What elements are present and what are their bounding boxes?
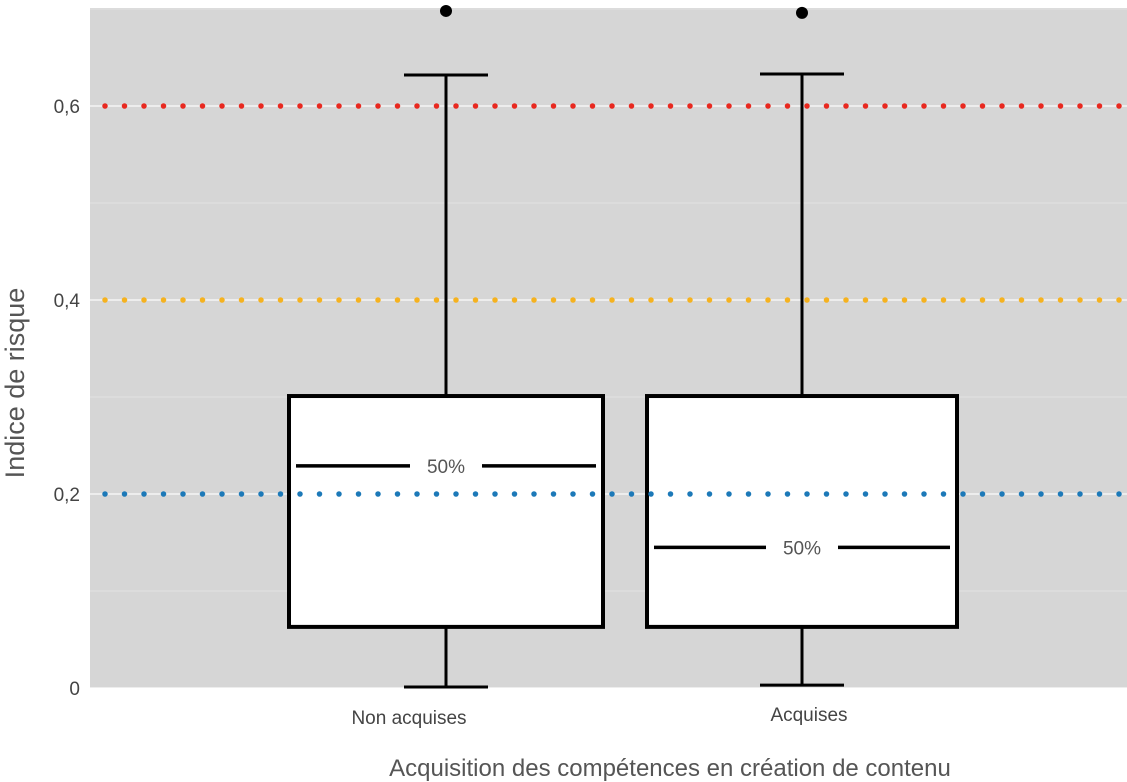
y-tick-label: 0,6 bbox=[54, 97, 80, 118]
box-body bbox=[287, 394, 605, 629]
x-tick-label: Non acquises bbox=[351, 708, 466, 729]
median-label: 50% bbox=[427, 457, 465, 478]
x-tick-label: Acquises bbox=[770, 705, 847, 726]
box-body bbox=[645, 394, 959, 629]
box-non-acquises: 50% bbox=[287, 4, 605, 689]
boxes: 50% 50% bbox=[287, 4, 959, 689]
outlier-point bbox=[796, 6, 808, 19]
y-tick-label: 0 bbox=[69, 679, 80, 700]
plot-panel bbox=[90, 8, 1127, 688]
y-tick-label: 0,4 bbox=[54, 291, 81, 312]
x-axis-title: Acquisition des compétences en création … bbox=[389, 755, 951, 782]
y-axis-title: Indice de risque bbox=[0, 288, 30, 479]
x-tick-labels: Non acquises Acquises bbox=[351, 705, 847, 729]
box-acquises: 50% bbox=[645, 6, 959, 687]
y-tick-labels: 0 0,2 0,4 0,6 bbox=[54, 97, 81, 700]
outlier-point bbox=[440, 4, 452, 17]
median-label: 50% bbox=[783, 538, 821, 559]
y-tick-label: 0,2 bbox=[54, 485, 80, 506]
